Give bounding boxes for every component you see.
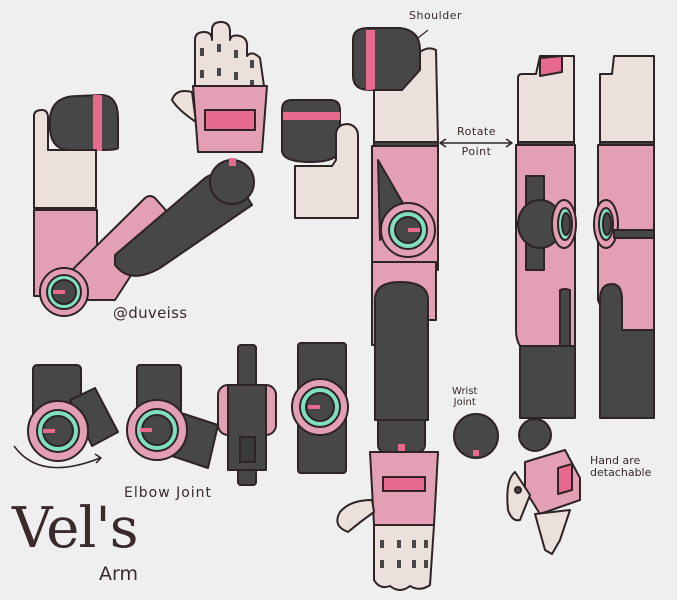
wrist-joint-line1: Wrist xyxy=(452,386,478,397)
shoulder-label: Shoulder xyxy=(409,9,462,22)
elbow-joint-views xyxy=(13,342,349,486)
bent-arm-view xyxy=(33,21,268,317)
shoulder-side-view xyxy=(281,99,359,219)
hand-detachable-label: Hand are detachable xyxy=(590,455,651,478)
hand-detachable-line2: detachable xyxy=(590,465,652,479)
rotate-point-label: Rotate Point xyxy=(457,126,496,157)
artist-handle: @duveiss xyxy=(113,304,188,322)
sheet-subtitle: Arm xyxy=(99,563,138,585)
side-arm-view-2 xyxy=(593,55,655,419)
wrist-joint-diagram xyxy=(453,413,499,459)
wrist-joint-label: Wrist Joint xyxy=(452,386,478,408)
hand-detachable-line1: Hand are xyxy=(590,454,641,467)
side-arm-view-1 xyxy=(506,55,581,555)
elbow-joint-label: Elbow Joint xyxy=(124,485,213,501)
rotate-point-line1: Rotate xyxy=(457,125,497,138)
wrist-joint-line2: Joint xyxy=(453,396,476,408)
sheet-title: Vel's xyxy=(12,496,138,561)
rotate-point-line2: Point xyxy=(461,144,492,158)
front-arm-view xyxy=(336,27,439,591)
